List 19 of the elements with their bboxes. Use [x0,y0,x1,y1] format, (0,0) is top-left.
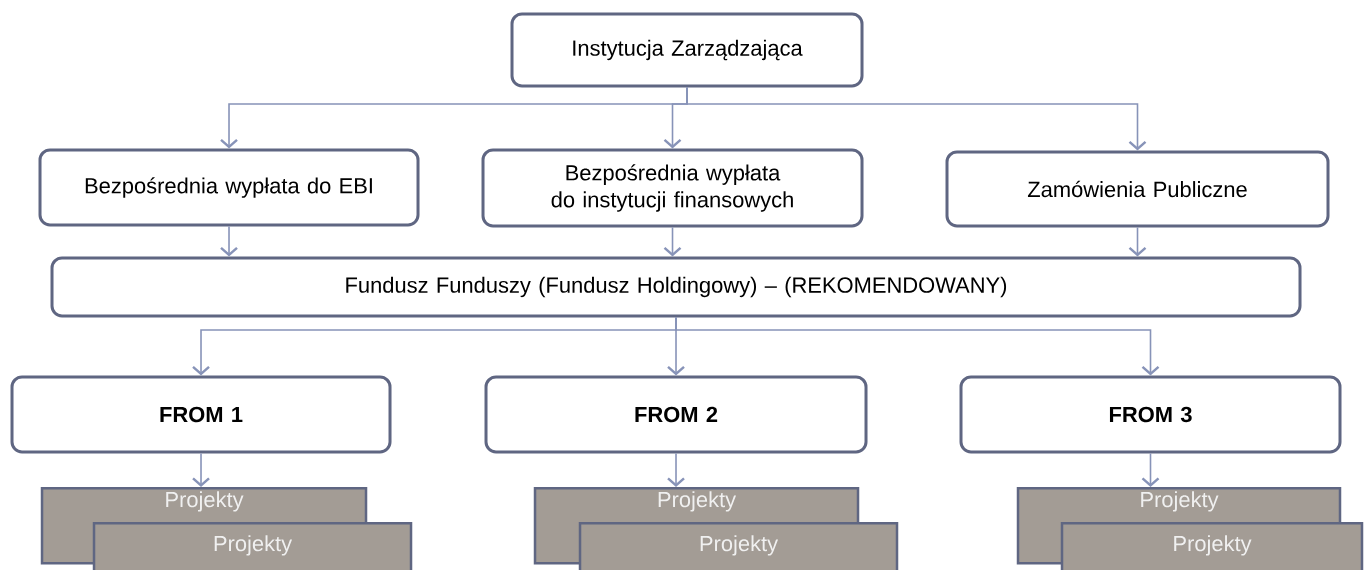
process-box: Bezpośrednia wypłata do EBI [38,148,420,227]
arrow [663,226,682,257]
process-box: Instytucja Zarządzająca [510,12,864,88]
project-box: Projekty [92,522,413,570]
process-box: FROM 2 [484,375,868,454]
arrow [675,316,1160,376]
process-box: FROM 1 [10,375,392,454]
arrow [1128,226,1147,257]
process-box: Bezpośrednia wypłata do instytucji finansowych [481,148,864,228]
process-box: FROM 3 [959,375,1342,454]
project-box: Projekty [1060,522,1364,570]
arrow [1141,452,1160,487]
project-box: Projekty [578,522,899,570]
process-box: Fundusz Funduszy (Fundusz Holdingowy) – (REKOMENDOWANY) [50,256,1302,318]
arrow [192,452,210,487]
process-box: Zamówienia Publiczne [945,150,1330,228]
arrow [686,86,1147,151]
arrow [220,225,238,257]
arrow [667,452,685,487]
